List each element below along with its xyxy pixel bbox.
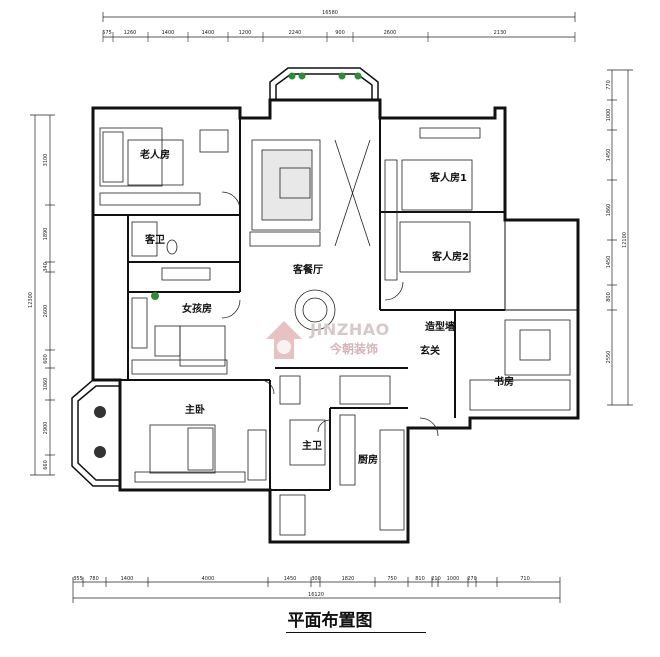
dim-left-total: 12300: [28, 292, 34, 308]
dim-right-label: 800: [606, 292, 612, 302]
dim-bottom-label: 780: [89, 576, 99, 582]
top-dimension-lines: [102, 12, 576, 42]
label-living-dining: 客餐厅: [292, 263, 323, 276]
dim-bottom-segments: 355 780 1400 4000 1450 300 1820 750 810 …: [73, 576, 530, 598]
label-guest-bath: 客卫: [144, 233, 165, 246]
label-kitchen: 厨房: [358, 453, 378, 466]
dim-bottom-label: 1820: [342, 576, 355, 582]
dim-right-label: 1000: [606, 109, 612, 122]
label-entrance: 玄关: [420, 344, 440, 357]
watermark-brand-cn: 今朝装饰: [330, 342, 379, 356]
dim-top-label: 900: [335, 30, 345, 36]
dim-left-label: 1890: [43, 228, 49, 241]
room-labels: 老人房 客卫 女孩房 主卧 主卫 客餐厅 客人房1 客人房2 造型墙 玄关 书房…: [139, 148, 514, 466]
plant-decor: [94, 72, 362, 458]
dim-bottom-label: 4000: [202, 576, 215, 582]
dim-left-label: 3100: [43, 154, 49, 167]
page-title: 平面布置图: [287, 611, 373, 631]
right-dimension-lines: [607, 69, 633, 406]
watermark-logo: [266, 321, 302, 359]
dim-top-label: 1260: [124, 30, 137, 36]
title-underline: [286, 632, 426, 633]
dim-bottom-label: 1000: [447, 576, 460, 582]
dim-left-segments: 3100 1890 340 2600 600 1060 2900 660 123…: [28, 154, 49, 470]
bottom-dimension-lines: [72, 577, 561, 603]
label-guest-room-2: 客人房2: [431, 250, 469, 263]
dim-bottom-label: 210: [431, 576, 441, 582]
dim-right-label: 1450: [606, 256, 612, 269]
dim-bottom-label: 300: [311, 576, 321, 582]
dim-top-label: 1200: [239, 30, 252, 36]
furniture: [99, 127, 571, 536]
balcony-right: [504, 219, 579, 311]
dim-top-label: 575: [102, 30, 112, 36]
left-dimension-lines: [30, 114, 55, 476]
dim-right-label: 1860: [606, 204, 612, 217]
dim-top-segments: 575 1260 1400 1400 1200 2240 900 2600 21…: [102, 30, 506, 36]
interior-walls: [93, 108, 505, 491]
dim-left-label: 660: [43, 460, 49, 470]
dim-bottom-label: 355: [73, 576, 83, 582]
dim-bottom-label: 750: [387, 576, 397, 582]
dim-bottom-label: 710: [520, 576, 530, 582]
dim-right-label: 1450: [606, 149, 612, 162]
dim-right-total: 12100: [622, 232, 628, 248]
label-feature-wall: 造型墙: [425, 320, 455, 333]
dim-right-label: 770: [606, 80, 612, 90]
dim-top-label: 1400: [202, 30, 215, 36]
bay-window-left: [71, 379, 120, 487]
dim-top-total: 16580: [322, 10, 338, 16]
label-girl-room: 女孩房: [182, 302, 212, 315]
dim-bottom-total: 16120: [308, 592, 324, 598]
dim-top-label: 2600: [384, 30, 397, 36]
label-guest-room-1: 客人房1: [429, 171, 467, 184]
watermark-brand-en: JINZHAO: [310, 320, 390, 339]
dim-top-label: 2240: [289, 30, 302, 36]
label-master-bath: 主卫: [302, 439, 322, 452]
dim-top-label: 2130: [494, 30, 507, 36]
dim-bottom-label: 1400: [121, 576, 134, 582]
dim-top-label: 1400: [162, 30, 175, 36]
dim-bottom-label: 1450: [284, 576, 297, 582]
bay-window-top: [269, 67, 379, 100]
dim-left-label: 340: [43, 262, 49, 272]
dim-left-label: 2600: [43, 305, 49, 318]
dim-right-segments: 770 1000 1450 1860 1450 800 2550 12100: [606, 80, 628, 363]
dim-bottom-label: 270: [467, 576, 477, 582]
dim-left-label: 600: [43, 354, 49, 364]
dim-left-label: 1060: [43, 378, 49, 391]
dim-left-label: 2900: [43, 422, 49, 435]
label-study: 书房: [494, 375, 514, 388]
dim-bottom-label: 810: [415, 576, 425, 582]
label-elder-room: 老人房: [139, 148, 170, 161]
dim-right-label: 2550: [606, 351, 612, 364]
label-master-bedroom: 主卧: [185, 403, 205, 416]
door-swings: [221, 191, 439, 437]
